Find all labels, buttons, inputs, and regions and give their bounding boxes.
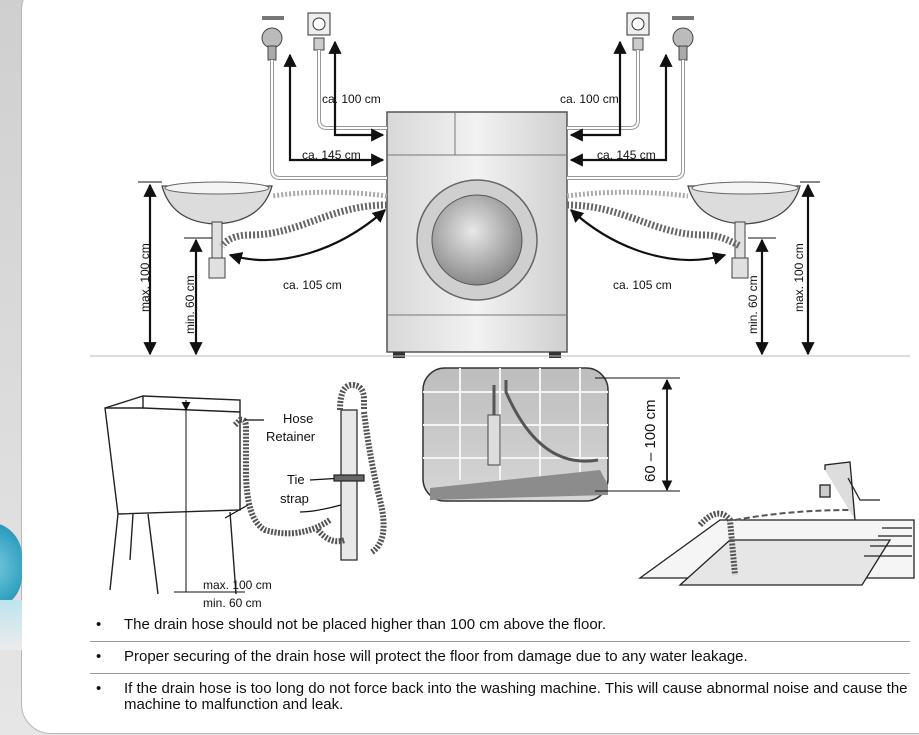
right-sink (687, 181, 801, 279)
label-wall-60-100: 60 – 100 cm (642, 399, 659, 482)
label-right-max-100: max. 100 cm (792, 243, 806, 312)
bullet-icon: • (96, 680, 102, 697)
label-right-ca-100: ca. 100 cm (560, 92, 619, 106)
label-left-max-100: max. 100 cm (138, 243, 152, 312)
left-power-socket-icon (307, 12, 331, 51)
label-left-min-60: min. 60 cm (183, 275, 197, 334)
dimension-arrows (143, 40, 815, 356)
right-water-tap-icon (672, 16, 694, 61)
standpipe (299, 381, 387, 561)
list-item: • Proper securing of the drain hose will… (90, 644, 910, 671)
label-tub-min-60: min. 60 cm (203, 596, 262, 610)
washing-machine (386, 111, 568, 358)
wall-drain-photo (422, 367, 609, 502)
right-power-socket-icon (626, 12, 650, 51)
list-item: • If the drain hose is too long do not f… (90, 676, 910, 719)
decorative-fade (0, 600, 22, 650)
label-tub-max-100: max. 100 cm (203, 578, 272, 592)
label-right-ca-105: ca. 105 cm (613, 278, 672, 292)
divider (90, 673, 910, 674)
left-water-tap-icon (261, 16, 284, 61)
label-left-ca-100: ca. 100 cm (322, 92, 381, 106)
laundry-tub (104, 395, 241, 595)
tub-drain-hose (232, 416, 332, 537)
note-text: The drain hose should not be placed high… (124, 616, 606, 633)
label-left-ca-105: ca. 105 cm (283, 278, 342, 292)
divider (90, 641, 910, 642)
label-hose: Hose (283, 411, 314, 426)
bullet-icon: • (96, 616, 102, 633)
label-retainer: Retainer (266, 429, 316, 444)
note-text: Proper securing of the drain hose will p… (124, 648, 748, 665)
left-sink (161, 181, 273, 279)
label-right-ca-145: ca. 145 cm (597, 148, 656, 162)
label-strap: strap (280, 491, 309, 506)
bullet-icon: • (96, 648, 102, 665)
decorative-blue-tab (0, 522, 22, 610)
kitchen-sink (637, 461, 915, 586)
label-right-min-60: min. 60 cm (746, 275, 760, 334)
label-tie: Tie (287, 472, 305, 487)
note-text: If the drain hose is too long do not for… (124, 680, 908, 713)
label-left-ca-145: ca. 145 cm (302, 148, 361, 162)
notes-list: • The drain hose should not be placed hi… (90, 612, 910, 719)
list-item: • The drain hose should not be placed hi… (90, 612, 910, 639)
